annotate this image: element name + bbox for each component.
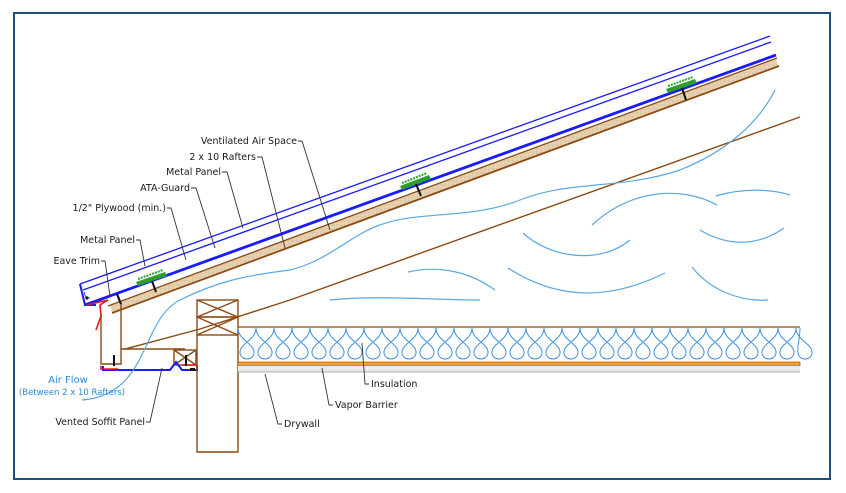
air-flow-curve-5 bbox=[591, 192, 718, 226]
ata-guard-clip-3 bbox=[666, 76, 697, 101]
label-air-flow-note: (Between 2 x 10 Rafters) bbox=[19, 388, 125, 398]
label-metal-panel-lower: Metal Panel bbox=[80, 235, 135, 246]
label-rafters: 2 x 10 Rafters bbox=[189, 152, 256, 163]
metal-panel-underside bbox=[84, 53, 777, 307]
plywood-bottom-edge bbox=[111, 65, 780, 314]
label-ata-guard: ATA-Guard bbox=[140, 183, 190, 194]
vented-soffit bbox=[100, 355, 198, 371]
leader-lines bbox=[101, 140, 369, 425]
ceiling-joist-line bbox=[124, 116, 801, 350]
diagram-frame bbox=[13, 12, 831, 480]
label-air-flow: Air Flow bbox=[48, 375, 88, 386]
drywall-layer bbox=[238, 366, 800, 372]
labels: Ventilated Air Space 2 x 10 Rafters Meta… bbox=[19, 136, 418, 430]
roof-assembly bbox=[79, 35, 780, 331]
plywood-top-edge bbox=[107, 57, 778, 307]
closure-fastener bbox=[85, 296, 89, 300]
air-flow-lines bbox=[81, 89, 791, 401]
label-insulation: Insulation bbox=[371, 379, 417, 390]
label-metal-panel-upper: Metal Panel bbox=[166, 167, 221, 178]
insulation-batt bbox=[237, 326, 813, 373]
label-plywood: 1/2" Plywood (min.) bbox=[73, 203, 166, 214]
label-ventilated-air-space: Ventilated Air Space bbox=[201, 136, 297, 147]
label-eave-trim: Eave Trim bbox=[53, 256, 100, 267]
air-flow-curve-3 bbox=[507, 267, 666, 294]
air-flow-curve-1 bbox=[329, 297, 481, 301]
ata-guard-clip-2 bbox=[400, 172, 431, 197]
label-vapor-barrier: Vapor Barrier bbox=[335, 400, 398, 411]
air-flow-curve-4 bbox=[522, 232, 631, 257]
ata-guard-clip-1 bbox=[136, 269, 167, 293]
air-flow-curve-7 bbox=[691, 266, 769, 301]
air-flow-curve-6 bbox=[699, 227, 785, 243]
eave-fastener bbox=[115, 293, 123, 305]
air-flow-curve-2 bbox=[407, 268, 496, 291]
label-drywall: Drywall bbox=[284, 419, 320, 430]
eave-trim bbox=[86, 299, 109, 331]
metal-panel-top-line-2 bbox=[82, 41, 772, 291]
vapor-barrier-layer bbox=[237, 361, 801, 367]
metal-panel-top-line-1 bbox=[79, 35, 771, 285]
air-flow-main bbox=[81, 89, 776, 401]
wall-framing bbox=[196, 299, 239, 453]
label-vented-soffit-panel: Vented Soffit Panel bbox=[55, 417, 145, 428]
plywood-sheathing bbox=[110, 59, 778, 312]
air-flow-curve-8 bbox=[715, 189, 791, 197]
insulation-loops bbox=[237, 327, 813, 360]
